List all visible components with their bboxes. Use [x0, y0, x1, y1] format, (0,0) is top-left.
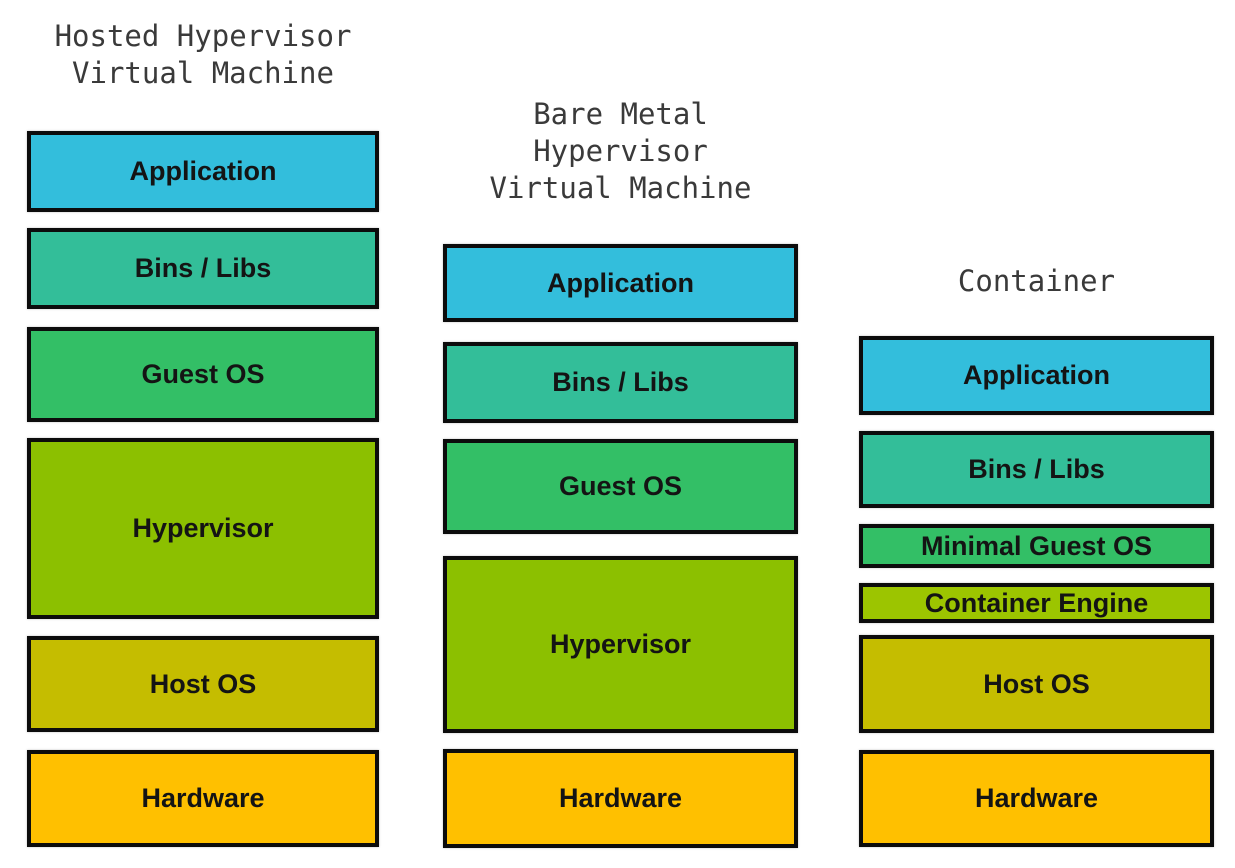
title-line: Virtual Machine — [489, 171, 752, 205]
layer-label: Application — [129, 156, 277, 186]
layer-label: Bins / Libs — [134, 253, 272, 283]
layer-hardware: Hardware — [27, 750, 379, 847]
layer-label: Hardware — [141, 783, 265, 813]
layer-label: Minimal Guest OS — [920, 530, 1153, 561]
layer-hypervisor: Hypervisor — [27, 438, 379, 619]
layer-host-os: Host OS — [27, 636, 379, 732]
layer-host-os: Host OS — [859, 635, 1214, 733]
layer-label: Application — [963, 360, 1110, 390]
layer-label: Container Engine — [924, 587, 1149, 618]
title-line: Bare Metal — [533, 97, 708, 131]
layer-label: Application — [547, 267, 694, 298]
layer-hardware: Hardware — [859, 750, 1214, 847]
layer-bins-libs: Bins / Libs — [859, 431, 1214, 508]
layer-label: Bins / Libs — [968, 454, 1105, 484]
layer-label: Hypervisor — [549, 629, 692, 659]
layer-hardware: Hardware — [443, 749, 798, 848]
layer-label: Guest OS — [141, 359, 265, 389]
layer-label: Hypervisor — [132, 513, 274, 543]
layer-label: Hardware — [558, 783, 683, 813]
title-line: Virtual Machine — [72, 56, 334, 90]
layer-guest-os: Guest OS — [27, 327, 379, 422]
layer-label: Guest OS — [558, 471, 683, 501]
title-line: Hypervisor — [533, 134, 708, 168]
layer-label: Host OS — [149, 668, 257, 699]
title-line: Hosted Hypervisor — [54, 19, 352, 53]
layer-guest-os: Guest OS — [443, 439, 798, 534]
layer-application: Application — [443, 244, 798, 322]
layer-container-engine: Container Engine — [859, 583, 1214, 623]
layer-bins-libs: Bins / Libs — [443, 342, 798, 423]
column-title-container: Container — [859, 263, 1214, 300]
layer-bins-libs: Bins / Libs — [27, 228, 379, 309]
layer-application: Application — [27, 131, 379, 212]
layer-minimal-guest-os: Minimal Guest OS — [859, 524, 1214, 568]
layer-application: Application — [859, 336, 1214, 415]
layer-label: Bins / Libs — [552, 367, 689, 397]
layer-hypervisor: Hypervisor — [443, 556, 798, 733]
layer-label: Host OS — [983, 668, 1090, 699]
layer-label: Hardware — [974, 783, 1099, 813]
title-line: Container — [957, 264, 1116, 298]
